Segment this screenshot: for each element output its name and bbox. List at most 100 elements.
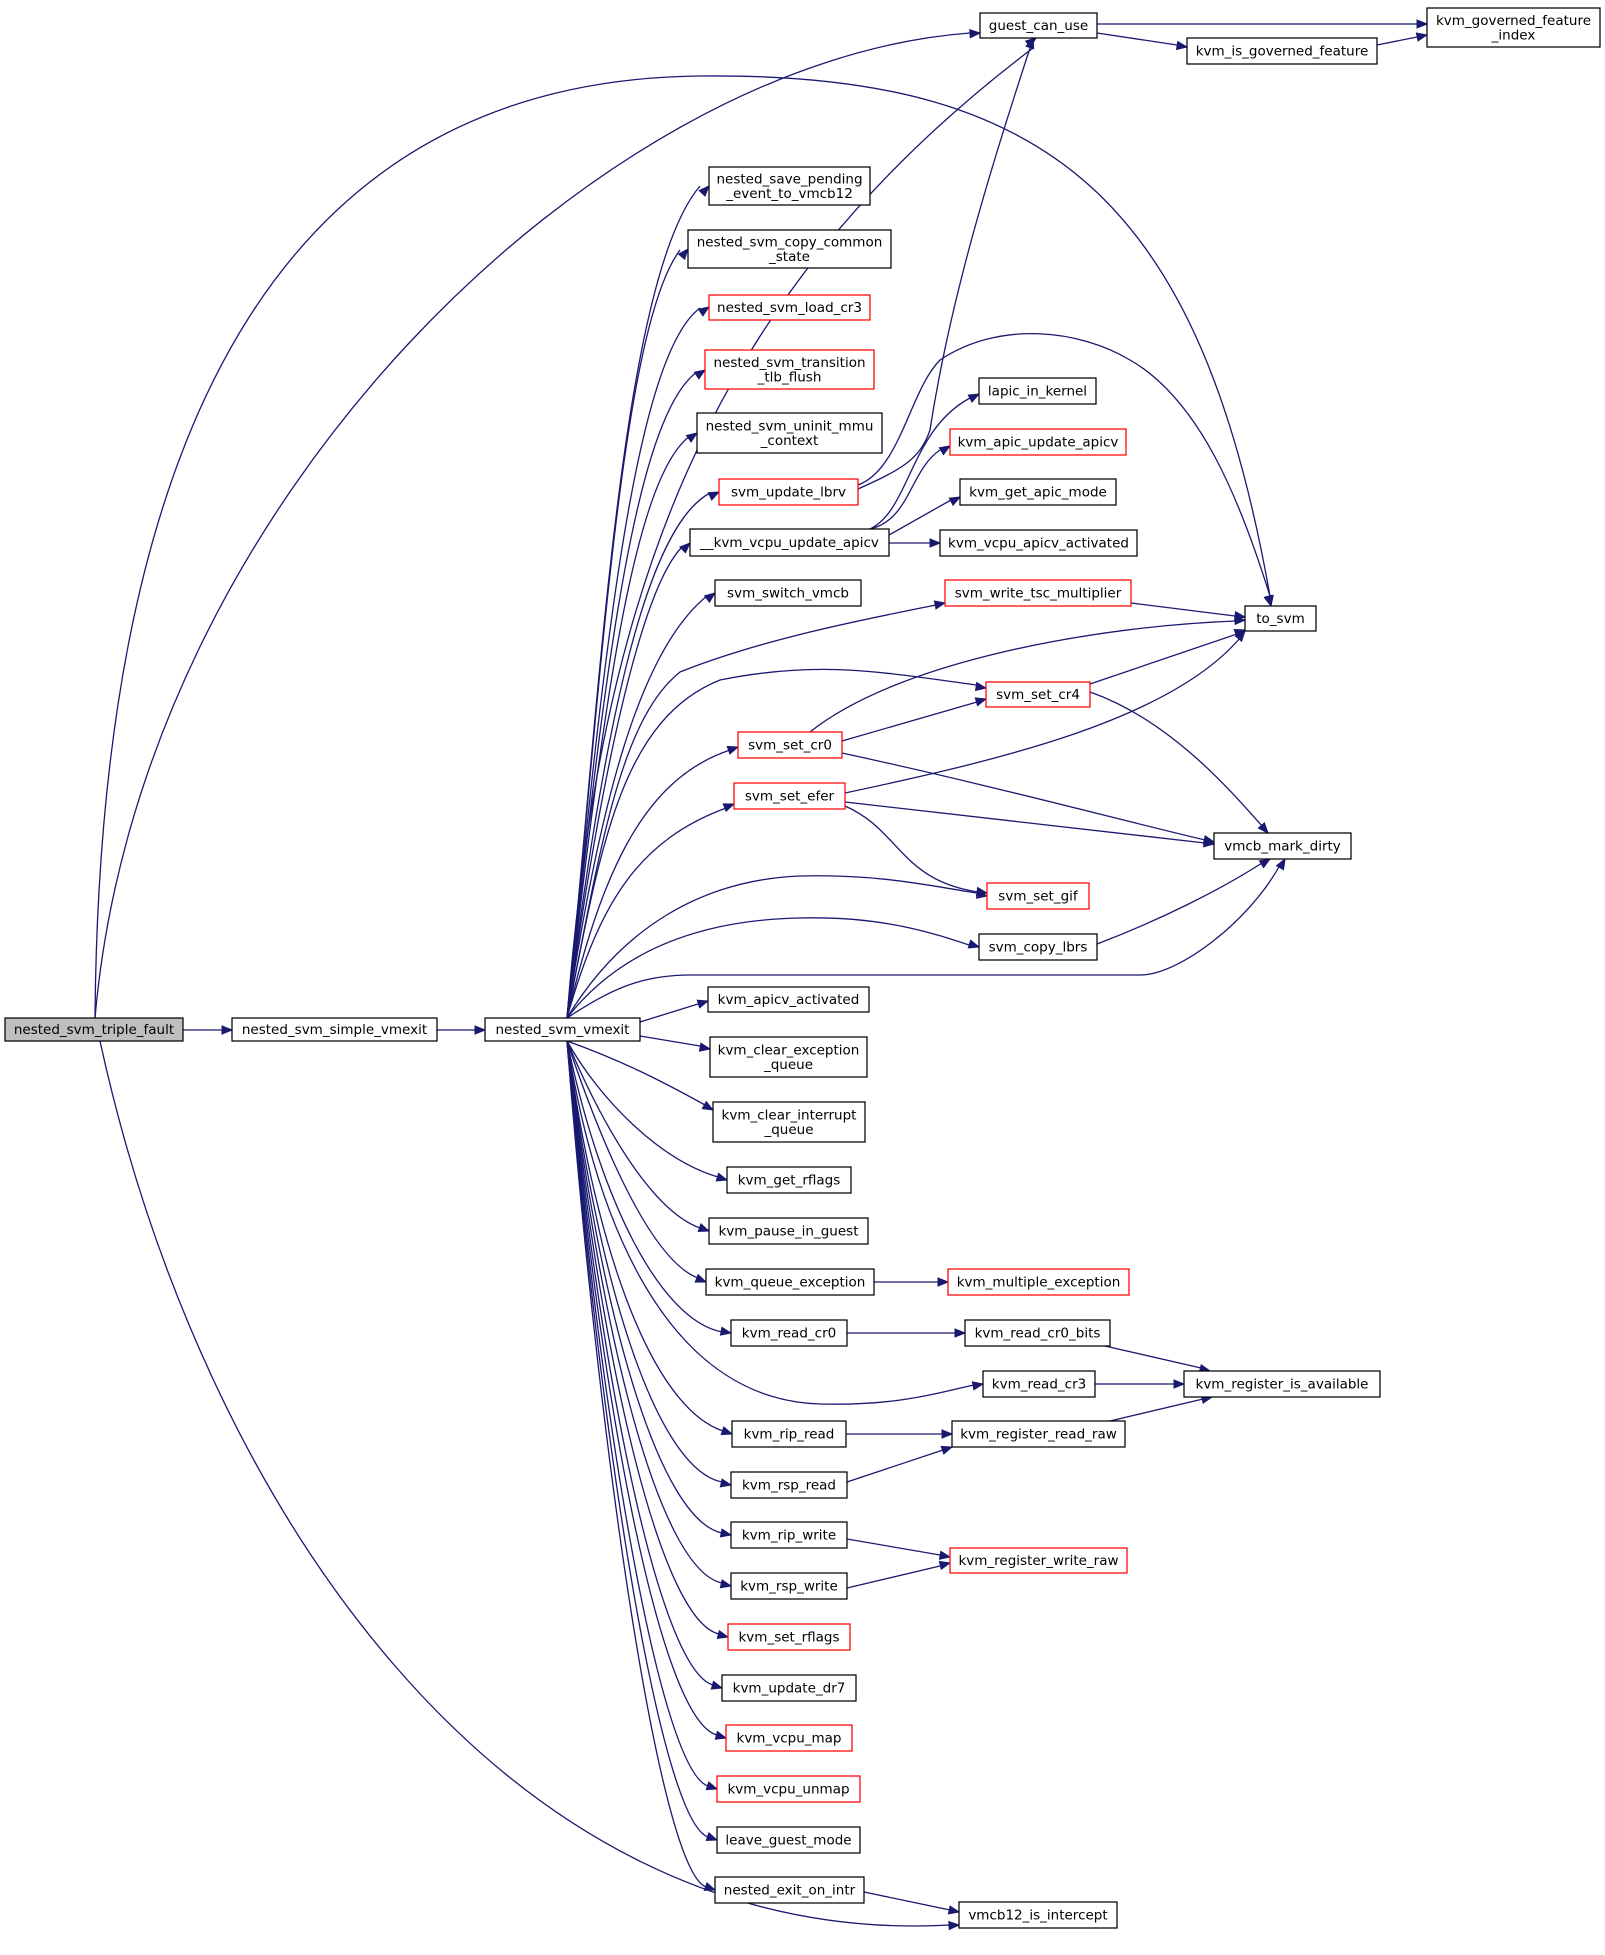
node-box[interactable] <box>951 1420 1126 1448</box>
node-markdirty[interactable]: vmcb_mark_dirty <box>1213 832 1352 860</box>
node-pause[interactable]: kvm_pause_in_guest <box>708 1217 869 1245</box>
node-tlbflush[interactable]: nested_svm_transition_tlb_flush <box>704 349 875 390</box>
node-box[interactable] <box>708 1217 869 1245</box>
node-box[interactable] <box>704 349 875 390</box>
node-box[interactable] <box>949 1547 1128 1574</box>
node-box[interactable] <box>733 782 846 810</box>
node-savepend[interactable]: nested_save_pending_event_to_vmcb12 <box>708 166 871 206</box>
node-box[interactable] <box>730 1471 848 1499</box>
node-apicvact[interactable]: kvm_apicv_activated <box>707 986 870 1013</box>
node-box[interactable] <box>1183 1370 1381 1398</box>
node-govidx[interactable]: kvm_governed_feature_index <box>1426 7 1601 48</box>
node-apicmode[interactable]: kvm_get_apic_mode <box>959 478 1117 506</box>
node-copycommon[interactable]: nested_svm_copy_common_state <box>687 229 892 269</box>
node-box[interactable] <box>737 731 843 759</box>
node-box[interactable] <box>696 412 883 454</box>
node-box[interactable] <box>979 12 1098 39</box>
node-box[interactable] <box>718 478 859 506</box>
node-cr0bits[interactable]: kvm_read_cr0_bits <box>964 1319 1111 1347</box>
node-setrflags[interactable]: kvm_set_rflags <box>727 1623 851 1651</box>
node-box[interactable] <box>958 1901 1118 1929</box>
node-box[interactable] <box>712 1101 866 1143</box>
node-box[interactable] <box>714 579 862 607</box>
node-exitintr[interactable]: nested_exit_on_intr <box>714 1876 865 1904</box>
node-regavail[interactable]: kvm_register_is_available <box>1183 1370 1381 1398</box>
node-box[interactable] <box>730 1521 848 1549</box>
node-box[interactable] <box>707 986 870 1013</box>
node-tscmult[interactable]: svm_write_tsc_multiplier <box>944 579 1132 607</box>
node-box[interactable] <box>947 1268 1130 1296</box>
node-setcr4[interactable]: svm_set_cr4 <box>985 681 1091 708</box>
node-root[interactable]: nested_svm_triple_fault <box>4 1017 184 1042</box>
node-dr7[interactable]: kvm_update_dr7 <box>721 1674 857 1702</box>
node-lapic[interactable]: lapic_in_kernel <box>978 377 1097 405</box>
node-clrint[interactable]: kvm_clear_interrupt_queue <box>712 1101 866 1143</box>
node-leave[interactable]: leave_guest_mode <box>716 1826 861 1854</box>
node-box[interactable] <box>939 529 1138 557</box>
node-box[interactable] <box>4 1017 184 1042</box>
node-box[interactable] <box>1244 605 1317 632</box>
node-updlbrv[interactable]: svm_update_lbrv <box>718 478 859 506</box>
node-switch[interactable]: svm_switch_vmcb <box>714 579 862 607</box>
node-box[interactable] <box>726 1166 852 1194</box>
node-box[interactable] <box>484 1017 641 1042</box>
node-box[interactable] <box>708 166 871 206</box>
node-guest[interactable]: guest_can_use <box>979 12 1098 39</box>
node-intercept[interactable]: vmcb12_is_intercept <box>958 1901 1118 1929</box>
node-multexc[interactable]: kvm_multiple_exception <box>947 1268 1130 1296</box>
node-vcpumap[interactable]: kvm_vcpu_map <box>725 1724 853 1752</box>
node-ripwrite[interactable]: kvm_rip_write <box>730 1521 848 1549</box>
node-tosvm[interactable]: to_svm <box>1244 605 1317 632</box>
node-queueexc[interactable]: kvm_queue_exception <box>705 1268 875 1296</box>
node-box[interactable] <box>231 1017 438 1042</box>
node-box[interactable] <box>705 1268 875 1296</box>
node-regwriteraw[interactable]: kvm_register_write_raw <box>949 1547 1128 1574</box>
node-uninit[interactable]: nested_svm_uninit_mmu_context <box>696 412 883 454</box>
node-box[interactable] <box>978 377 1097 405</box>
node-vcpuunmap[interactable]: kvm_vcpu_unmap <box>716 1775 861 1803</box>
node-clrexc[interactable]: kvm_clear_exception_queue <box>709 1036 868 1078</box>
node-box[interactable] <box>959 478 1117 506</box>
node-box[interactable] <box>716 1826 861 1854</box>
node-box[interactable] <box>725 1724 853 1752</box>
node-vcpuapicv[interactable]: kvm_vcpu_apicv_activated <box>939 529 1138 557</box>
node-rflags[interactable]: kvm_get_rflags <box>726 1166 852 1194</box>
node-box[interactable] <box>730 1572 848 1600</box>
node-box[interactable] <box>721 1674 857 1702</box>
node-readcr0[interactable]: kvm_read_cr0 <box>730 1319 848 1347</box>
node-box[interactable] <box>731 1420 847 1448</box>
node-setefer[interactable]: svm_set_efer <box>733 782 846 810</box>
node-rspwrite[interactable]: kvm_rsp_write <box>730 1572 848 1600</box>
node-box[interactable] <box>727 1623 851 1651</box>
node-box[interactable] <box>964 1319 1111 1347</box>
node-box[interactable] <box>708 294 871 321</box>
node-simple[interactable]: nested_svm_simple_vmexit <box>231 1017 438 1042</box>
node-box[interactable] <box>978 933 1098 961</box>
node-box[interactable] <box>689 528 890 557</box>
node-box[interactable] <box>714 1876 865 1904</box>
node-box[interactable] <box>949 428 1127 456</box>
node-setgif[interactable]: svm_set_gif <box>986 882 1090 910</box>
node-box[interactable] <box>1186 37 1378 65</box>
node-box[interactable] <box>985 681 1091 708</box>
node-box[interactable] <box>687 229 892 269</box>
node-rspread[interactable]: kvm_rsp_read <box>730 1471 848 1499</box>
node-apicupd[interactable]: kvm_apic_update_apicv <box>949 428 1127 456</box>
node-box[interactable] <box>716 1775 861 1803</box>
node-setcr0[interactable]: svm_set_cr0 <box>737 731 843 759</box>
node-box[interactable] <box>944 579 1132 607</box>
node-vmexit[interactable]: nested_svm_vmexit <box>484 1017 641 1042</box>
node-loadcr3[interactable]: nested_svm_load_cr3 <box>708 294 871 321</box>
node-box[interactable] <box>982 1370 1096 1398</box>
node-box[interactable] <box>986 882 1090 910</box>
node-copylbrs[interactable]: svm_copy_lbrs <box>978 933 1098 961</box>
node-ripread[interactable]: kvm_rip_read <box>731 1420 847 1448</box>
node-isgov[interactable]: kvm_is_governed_feature <box>1186 37 1378 65</box>
node-readcr3[interactable]: kvm_read_cr3 <box>982 1370 1096 1398</box>
node-regreadraw[interactable]: kvm_register_read_raw <box>951 1420 1126 1448</box>
node-box[interactable] <box>1426 7 1601 48</box>
node-box[interactable] <box>1213 832 1352 860</box>
node-updapicv[interactable]: __kvm_vcpu_update_apicv <box>689 528 890 557</box>
node-box[interactable] <box>730 1319 848 1347</box>
node-box[interactable] <box>709 1036 868 1078</box>
